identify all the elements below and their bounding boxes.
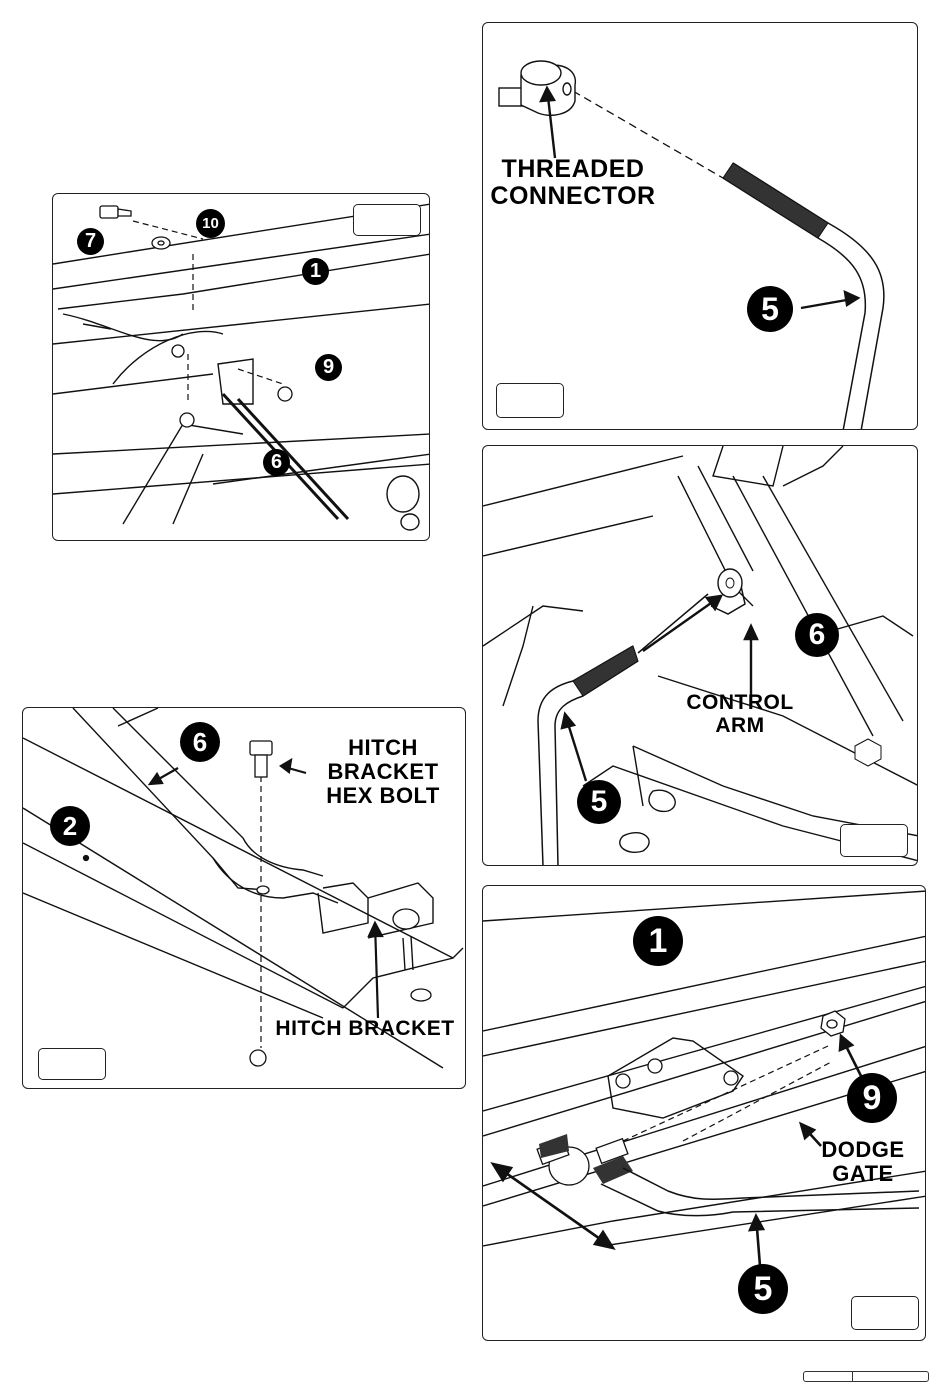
callout-9: 9 (847, 1073, 897, 1123)
callout-6: 6 (795, 613, 839, 657)
panel-threaded-connector: THREADED CONNECTOR 5 (482, 22, 918, 430)
callout-5: 5 (738, 1264, 788, 1314)
callout-2: 2 (50, 806, 90, 846)
callout-5: 5 (747, 286, 793, 332)
step-tag-box (840, 824, 908, 857)
step-tag-box (496, 383, 564, 418)
callout-5: 5 (577, 780, 621, 824)
panel-control-arm: 6 CONTROL ARM 5 (482, 445, 918, 866)
callout-10: 10 (196, 209, 225, 238)
step-tag-box (851, 1296, 919, 1330)
panel-hitch-bracket: 6 2 HITCH BRACKET HEX BOLT HITCH BRACKET (22, 707, 466, 1089)
bolt-7-head (100, 206, 118, 218)
hitch-bracket-label: HITCH BRACKET (265, 1018, 465, 1041)
hitch-bracket-hex-bolt-label: HITCH BRACKET HEX BOLT (308, 736, 458, 807)
threaded-connector-label: THREADED CONNECTOR (483, 156, 663, 210)
control-arm-drawing (483, 446, 918, 866)
threaded-connector-drawing (483, 23, 918, 430)
footer-page-ref (803, 1371, 929, 1382)
hitch-hex-bolt-head (250, 741, 272, 755)
callout-1: 1 (302, 258, 329, 285)
callout-9: 9 (315, 354, 342, 381)
step-tag-box (38, 1048, 106, 1080)
callout-1: 1 (633, 916, 683, 966)
callout-6: 6 (263, 449, 290, 476)
step-tag-box (353, 204, 421, 236)
pivot-assembly-drawing (53, 194, 430, 541)
panel-dodge-gate: 1 9 DODGE GATE 5 (482, 885, 926, 1341)
panel-pivot-assembly: 7 10 1 9 6 (52, 193, 430, 541)
callout-7: 7 (77, 228, 104, 255)
control-arm-label: CONTROL ARM (675, 692, 805, 737)
dodge-gate-label: DODGE GATE (808, 1138, 918, 1186)
callout-6: 6 (180, 722, 220, 762)
